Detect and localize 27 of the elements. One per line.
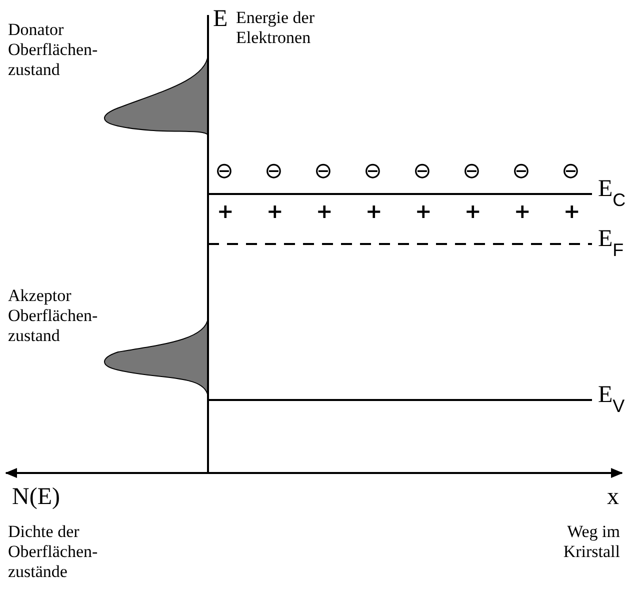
electron-symbol: ⊖ [364, 160, 382, 184]
electron-symbol: ⊖ [512, 160, 530, 184]
electron-symbol: ⊖ [462, 160, 481, 184]
surface-state-label: Donator Oberflächen- zustand [8, 20, 99, 80]
positive-charge-symbol: + [514, 200, 531, 222]
axis-label: N(E) [12, 484, 60, 510]
energy-level-label: E$_{F}$ [598, 226, 624, 262]
positive-charge-symbol: + [464, 200, 482, 222]
positive-charge-symbol: + [564, 200, 580, 222]
surface-state-label: Akzeptor Oberflächen- zustand [8, 286, 99, 346]
axis-title: Dichte der Oberflächen- zustände [8, 522, 99, 582]
electron-symbol: ⊖ [314, 160, 332, 184]
energy-level-label: E$_{C}$ [598, 176, 626, 212]
positive-charge-symbol: + [366, 200, 382, 222]
electron-symbol: ⊖ [413, 160, 432, 184]
positive-charge-symbol: + [316, 200, 333, 222]
energy-level-label: E$_{V}$ [598, 382, 625, 418]
positive-charge-symbol: + [217, 200, 234, 222]
positive-charge-symbol: + [415, 200, 432, 222]
axis-title: Weg im Krirstall [562, 522, 620, 562]
electron-symbol: ⊖ [215, 160, 234, 184]
positive-charge-symbol: + [266, 200, 284, 222]
electron-symbol: ⊖ [264, 160, 283, 184]
axis-label: x [607, 484, 619, 510]
axis-label: E [213, 6, 228, 32]
electron-symbol: ⊖ [562, 160, 580, 184]
axis-title: Energie der Elektronen [236, 8, 316, 48]
